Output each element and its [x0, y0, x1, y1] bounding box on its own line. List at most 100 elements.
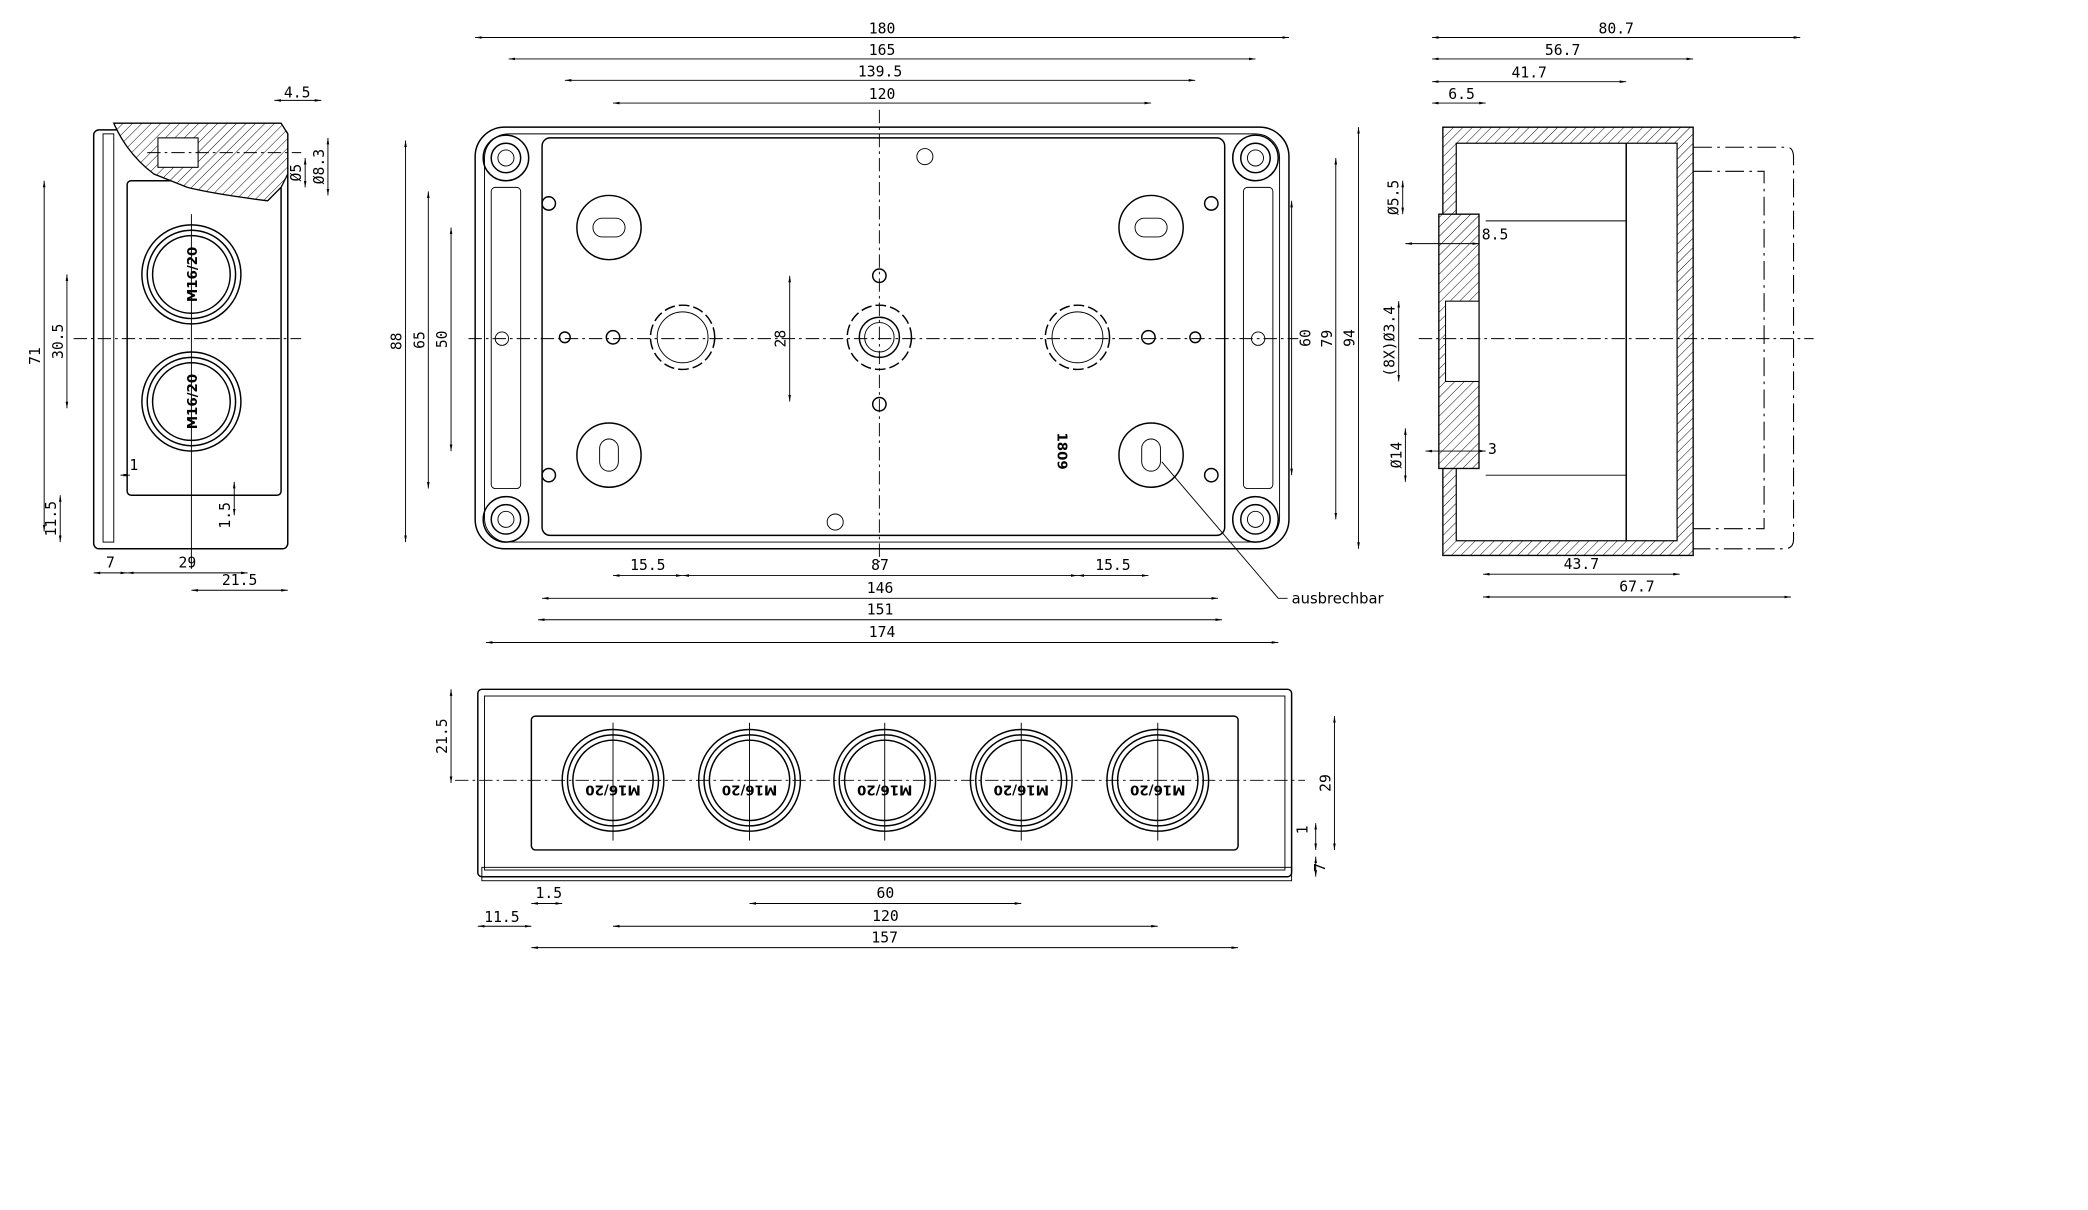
dimension-value: 29	[1317, 774, 1334, 792]
dimension: Ø8.3	[311, 137, 330, 196]
dimension: 180	[475, 20, 1289, 39]
dimension-value: Ø14	[1388, 442, 1405, 469]
dimension-value: 11.5	[484, 909, 519, 926]
dimension-value: Ø5.5	[1386, 180, 1403, 215]
dimension: 3	[1425, 441, 1497, 458]
gland-label: M16/20	[1130, 782, 1185, 797]
dimension-value: 60	[1297, 329, 1314, 347]
cable-gland-2: M16/20	[697, 722, 802, 841]
dimension: 15.5	[1077, 557, 1149, 577]
mounting-holes	[494, 148, 1266, 531]
dimension: 50	[434, 227, 453, 452]
dimension-value: 120	[872, 908, 899, 925]
dimension-value: 29	[179, 555, 197, 572]
cable-gland-upper: M16/20	[141, 224, 242, 325]
dimension: 21.5	[434, 689, 453, 784]
slot-knockouts	[576, 194, 1184, 488]
dimension-value: 6.5	[1448, 86, 1475, 103]
dimension: 80.7	[1432, 20, 1801, 39]
dimension-value: (8X)Ø3.4	[1382, 306, 1399, 377]
dimension-value: 15.5	[630, 557, 665, 574]
dimension: 56.7	[1432, 42, 1694, 61]
dimension: 21.5	[191, 572, 288, 592]
dimension-value: 87	[871, 557, 889, 574]
dimension-value: 3	[1488, 441, 1497, 458]
dimension: 11.5	[43, 495, 62, 543]
dimension-value: 28	[773, 330, 790, 348]
side-section-view	[1418, 126, 1814, 557]
cable-gland-4: M16/20	[969, 722, 1073, 841]
dimension: 30.5	[50, 274, 69, 409]
dimension: 165	[508, 42, 1256, 61]
boss-section-hatch	[112, 122, 289, 202]
left-section-view: M16/20 M16/20	[73, 122, 302, 569]
dimension: 174	[485, 624, 1279, 644]
dimension: 43.7	[1483, 556, 1680, 576]
dimension: 151	[538, 601, 1223, 622]
dimension-value: 157	[871, 929, 898, 946]
dimension: 120	[613, 86, 1152, 105]
dimension-value: 139.5	[858, 63, 902, 80]
dimension: 65	[411, 191, 430, 489]
dimension: 146	[542, 580, 1218, 600]
dimension-value: Ø5	[288, 164, 305, 182]
dimension-value: 180	[869, 20, 896, 37]
dimension: 41.7	[1432, 65, 1627, 83]
dimension: 28	[773, 275, 792, 402]
dimension-value: 1	[129, 457, 138, 474]
dimension-value: 1.5	[535, 885, 562, 902]
dimension-value: 80.7	[1598, 20, 1633, 37]
gear-knockouts	[649, 304, 1111, 371]
dimension-value: 65	[411, 331, 428, 349]
dimension: 60	[1290, 200, 1314, 476]
gland-label: M16/20	[585, 782, 640, 797]
dimension: 87	[682, 557, 1078, 577]
dimension-value: 50	[434, 330, 451, 348]
part-number-mark: 1809	[1053, 432, 1068, 469]
dimension: 29	[127, 555, 248, 575]
gland-label: M16/20	[994, 782, 1049, 797]
dimension-value: 120	[869, 86, 896, 103]
dimension-value: 8.5	[1482, 227, 1509, 244]
dimension: 1	[1295, 823, 1318, 850]
cable-gland-1: M16/20	[561, 722, 665, 841]
dimension: 79	[1319, 157, 1338, 520]
dimension-value: 174	[869, 624, 896, 641]
dimension-value: 4.5	[284, 85, 311, 102]
dimension: 60	[749, 885, 1022, 905]
dimension: (8X)Ø3.4	[1382, 301, 1401, 382]
dimension-value: 88	[389, 332, 406, 350]
dimension: 15.5	[613, 557, 683, 577]
gland-label: M16/20	[722, 782, 777, 797]
dimension: 139.5	[564, 63, 1196, 82]
dimension: 67.7	[1483, 579, 1791, 599]
knockout-note: ausbrechbar	[1292, 591, 1385, 608]
dimension: 4.5	[274, 85, 322, 102]
dimension-value: 94	[1342, 329, 1359, 347]
corner-screws	[482, 134, 1279, 543]
gland-label: M16/20	[186, 374, 201, 429]
dimension-value: 7	[1312, 863, 1329, 872]
dimension-value: 67.7	[1619, 579, 1654, 596]
dimension: 7	[1312, 856, 1329, 877]
dimension-value: 7	[106, 555, 115, 572]
dimension-value: 21.5	[434, 718, 451, 753]
dimension-value: 41.7	[1511, 65, 1546, 82]
dimension: 1	[120, 457, 138, 477]
dimension-value: 30.5	[50, 324, 67, 359]
dimension-value: 21.5	[222, 572, 257, 589]
dimension: 6.5	[1432, 86, 1486, 105]
dimension-value: 60	[877, 885, 895, 902]
cable-gland-5: M16/20	[1106, 722, 1210, 841]
dimension-value: 56.7	[1545, 42, 1580, 59]
dimension: Ø5.5	[1386, 180, 1405, 215]
dimension-value: 165	[869, 42, 896, 59]
dimension-value: 146	[867, 580, 894, 597]
dimension: 29	[1317, 716, 1336, 850]
cable-gland-3: M16/20	[833, 722, 937, 841]
dimension-value: 151	[867, 601, 894, 618]
dimension-value: 71	[27, 347, 44, 365]
dimension-value: 1	[1295, 825, 1312, 834]
